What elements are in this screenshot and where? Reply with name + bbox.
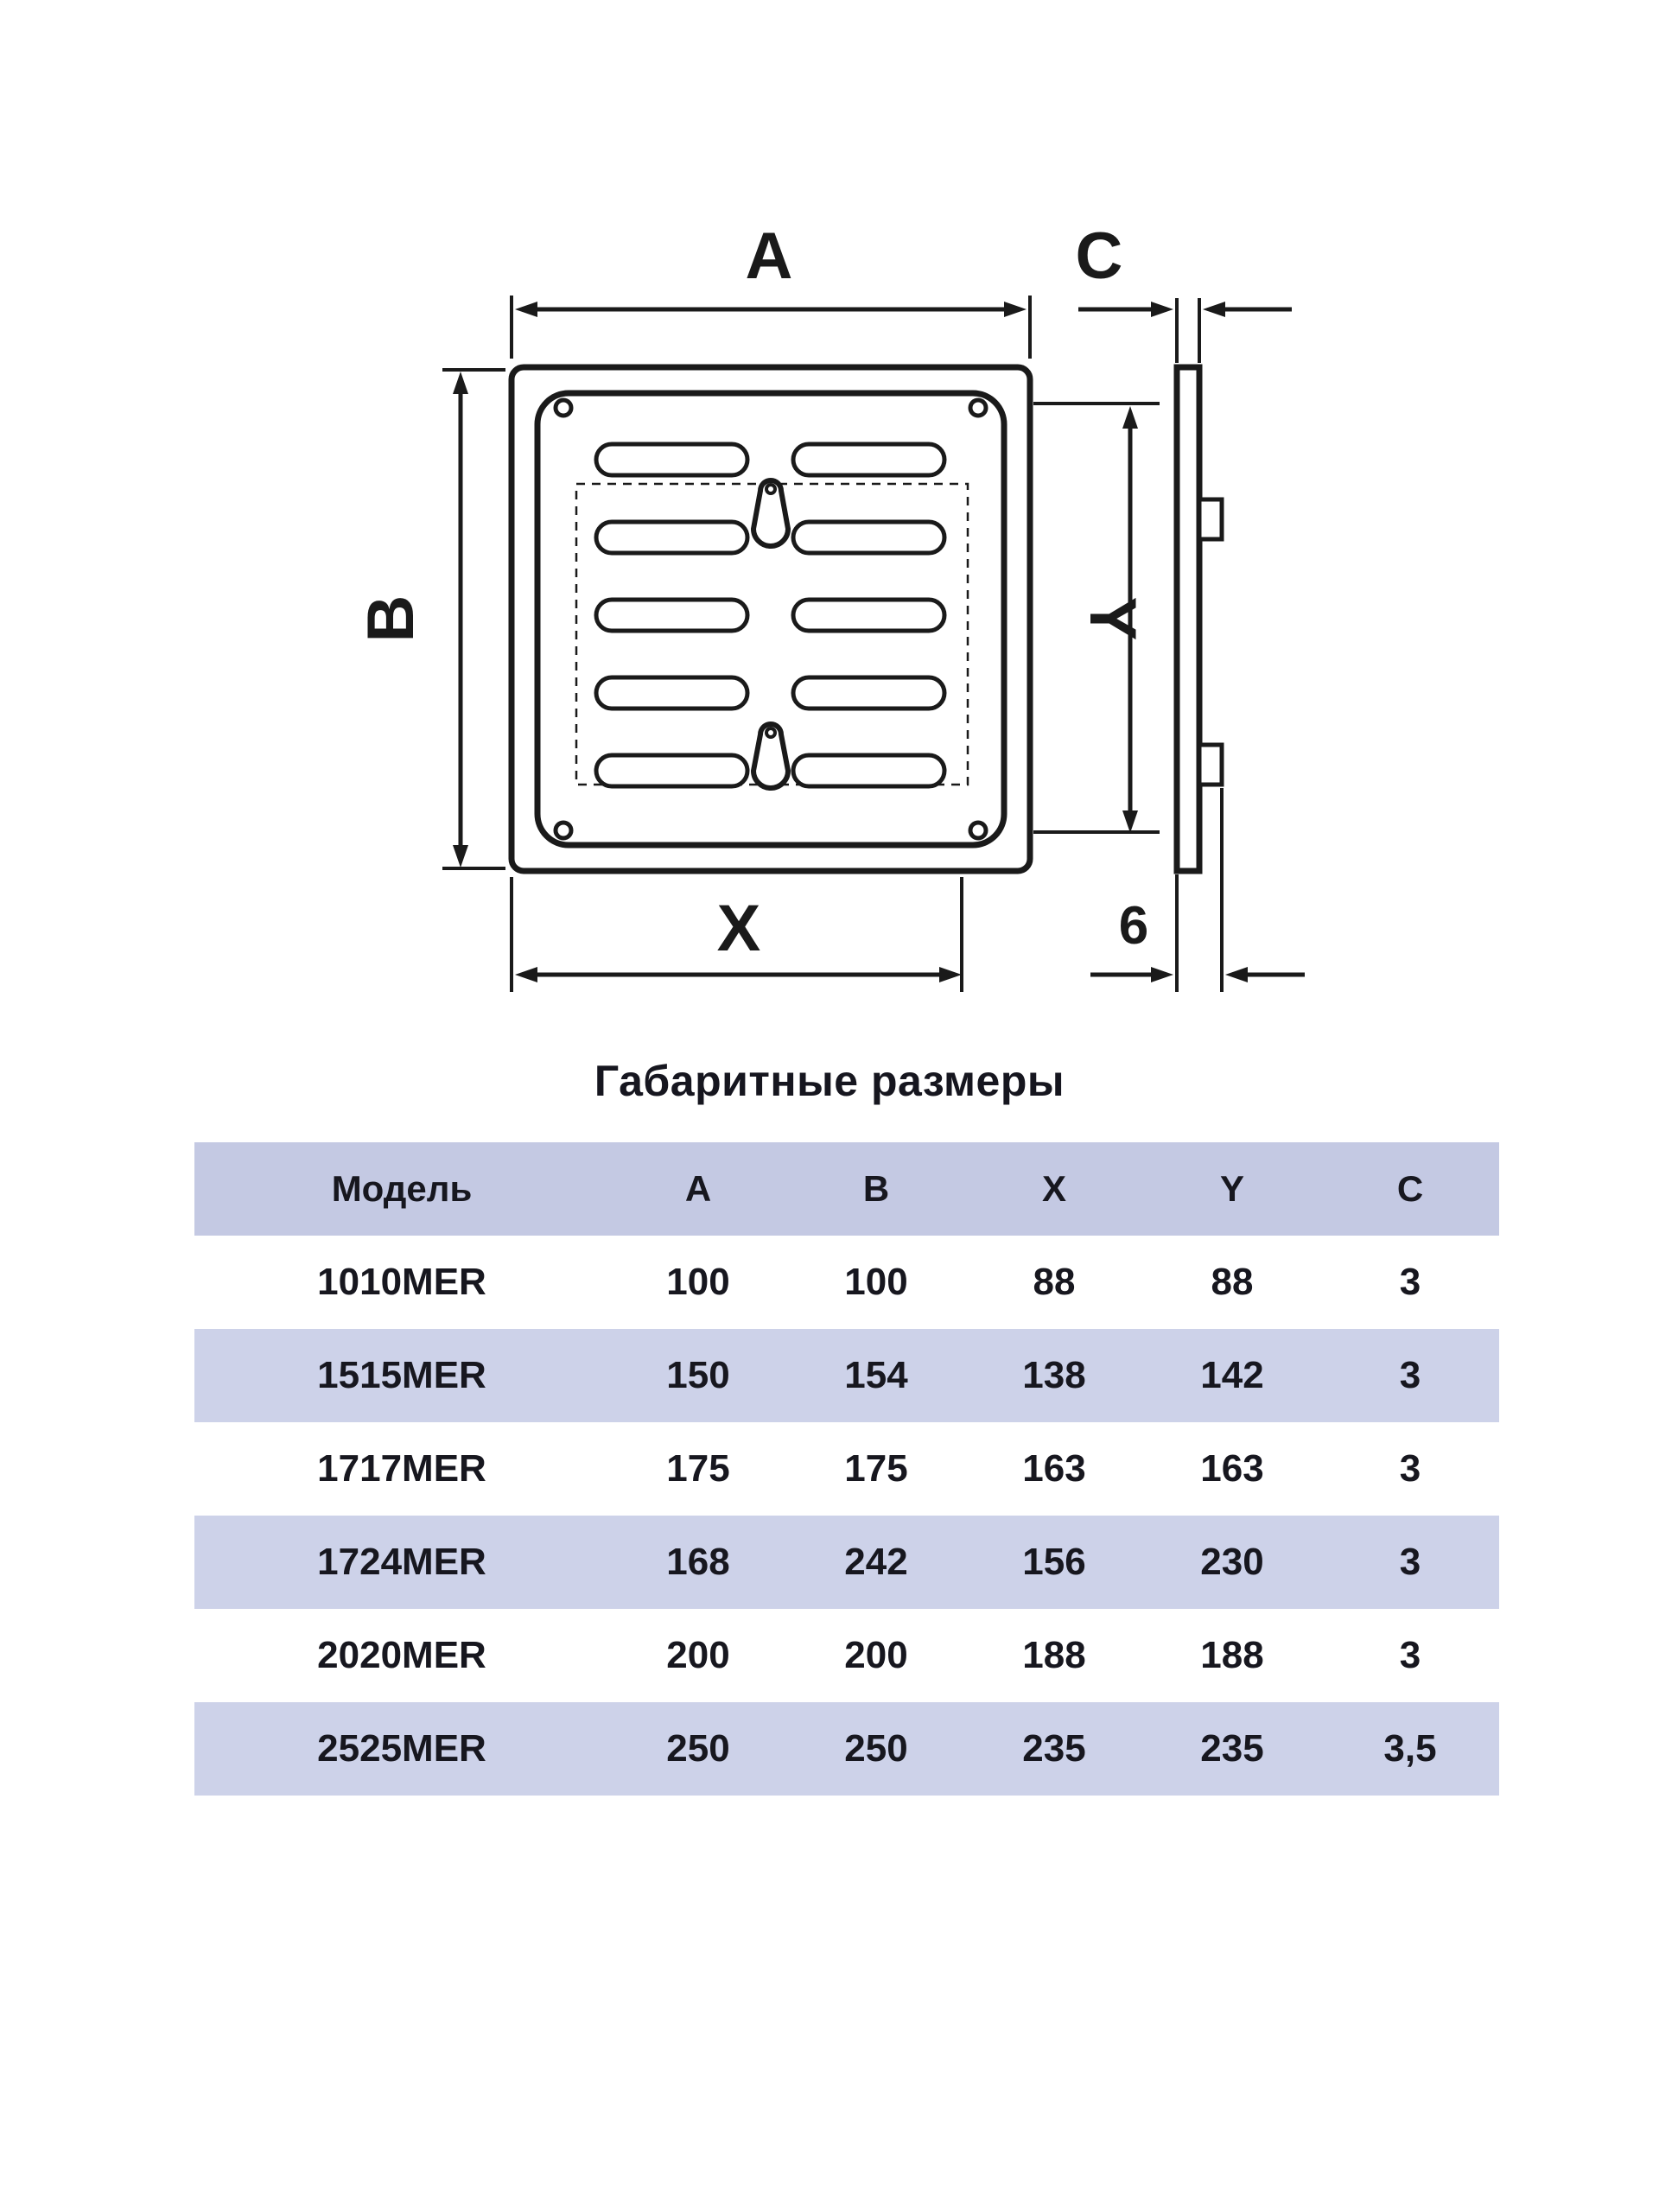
column-header-b: B bbox=[862, 1168, 890, 1209]
corner-screw bbox=[553, 397, 574, 418]
dimension-label-b: B bbox=[354, 595, 428, 643]
table-row: 2525MER 250 250 235 235 3,5 bbox=[194, 1702, 1499, 1796]
dimension-depth bbox=[1090, 788, 1305, 992]
grille-side-view bbox=[1173, 364, 1224, 874]
slot bbox=[791, 675, 947, 711]
cell-c: 3 bbox=[1399, 1261, 1421, 1303]
slot bbox=[594, 442, 750, 478]
slot bbox=[791, 519, 947, 556]
column-header-x: X bbox=[1041, 1168, 1066, 1209]
cell-model: 1724MER bbox=[317, 1541, 486, 1583]
slot bbox=[791, 753, 947, 789]
cell-y: 235 bbox=[1200, 1727, 1264, 1770]
keyhole-mount-top bbox=[750, 478, 791, 549]
table-row: 1724MER 168 242 156 230 3 bbox=[194, 1516, 1499, 1609]
column-header-c: C bbox=[1396, 1168, 1424, 1209]
cell-model: 1010MER bbox=[317, 1261, 486, 1303]
technical-drawing: A B X Y bbox=[354, 219, 1305, 992]
column-header-model: Модель bbox=[331, 1168, 473, 1209]
slot bbox=[594, 753, 750, 789]
table-row: 2020MER 200 200 188 188 3 bbox=[194, 1609, 1499, 1702]
ventilation-slots bbox=[594, 442, 947, 789]
slot bbox=[594, 597, 750, 633]
dimension-label-c: C bbox=[1076, 219, 1123, 293]
cell-b: 200 bbox=[844, 1634, 908, 1676]
cell-c: 3 bbox=[1399, 1541, 1421, 1583]
table-header-row: Модель A B X Y C bbox=[194, 1142, 1499, 1236]
slot bbox=[791, 442, 947, 478]
slot bbox=[791, 597, 947, 633]
dimension-label-y: Y bbox=[1076, 597, 1149, 641]
cell-b: 242 bbox=[844, 1541, 908, 1583]
dimension-y bbox=[1033, 402, 1160, 834]
table-row: 1010MER 100 100 88 88 3 bbox=[194, 1236, 1499, 1329]
slot bbox=[594, 675, 750, 711]
cell-model: 1717MER bbox=[317, 1447, 486, 1490]
cell-a: 100 bbox=[666, 1261, 730, 1303]
column-header-y: Y bbox=[1219, 1168, 1244, 1209]
dimension-x bbox=[510, 877, 963, 992]
cell-b: 154 bbox=[844, 1354, 908, 1396]
cell-a: 150 bbox=[666, 1354, 730, 1396]
cell-c: 3 bbox=[1399, 1634, 1421, 1676]
cell-model: 2020MER bbox=[317, 1634, 486, 1676]
cell-c: 3 bbox=[1399, 1354, 1421, 1396]
dimensions-table: Модель A B X Y C 1010MER 100 100 88 88 3… bbox=[194, 1142, 1499, 1796]
cell-x: 163 bbox=[1022, 1447, 1086, 1490]
cell-b: 175 bbox=[844, 1447, 908, 1490]
dimension-c bbox=[1078, 298, 1292, 363]
dimension-b bbox=[442, 368, 505, 870]
cell-y: 230 bbox=[1200, 1541, 1264, 1583]
cell-x: 88 bbox=[1033, 1261, 1076, 1303]
keyhole-ring bbox=[765, 483, 777, 495]
corner-screw bbox=[968, 397, 988, 418]
side-flange-plate bbox=[1173, 364, 1203, 874]
cell-x: 188 bbox=[1022, 1634, 1086, 1676]
cell-model: 2525MER bbox=[317, 1727, 486, 1770]
cell-a: 250 bbox=[666, 1727, 730, 1770]
slot bbox=[594, 519, 750, 556]
dimension-label-x: X bbox=[717, 892, 761, 965]
dimension-label-a: A bbox=[746, 219, 793, 293]
column-header-a: A bbox=[684, 1168, 712, 1209]
keyhole-mount-bottom bbox=[750, 721, 791, 791]
grille-inner-panel bbox=[534, 390, 1007, 849]
cell-b: 250 bbox=[844, 1727, 908, 1770]
cell-model: 1515MER bbox=[317, 1354, 486, 1396]
table-row: 1515MER 150 154 138 142 3 bbox=[194, 1329, 1499, 1422]
table-row: 1717MER 175 175 163 163 3 bbox=[194, 1422, 1499, 1516]
side-fixing-tab-bottom bbox=[1197, 742, 1224, 787]
cell-x: 138 bbox=[1022, 1354, 1086, 1396]
cell-y: 163 bbox=[1200, 1447, 1264, 1490]
cell-y: 188 bbox=[1200, 1634, 1264, 1676]
cell-x: 156 bbox=[1022, 1541, 1086, 1583]
dimension-label-depth: 6 bbox=[1119, 896, 1148, 956]
cell-c: 3,5 bbox=[1383, 1727, 1437, 1770]
cell-a: 168 bbox=[666, 1541, 730, 1583]
corner-screw bbox=[553, 820, 574, 841]
cell-c: 3 bbox=[1399, 1447, 1421, 1490]
keyhole-ring bbox=[765, 727, 777, 739]
table-title: Габаритные размеры bbox=[594, 1057, 1065, 1105]
dimension-a bbox=[510, 296, 1032, 359]
side-fixing-tab-top bbox=[1197, 497, 1224, 542]
cell-y: 88 bbox=[1211, 1261, 1254, 1303]
grille-front-view bbox=[508, 364, 1033, 874]
cell-x: 235 bbox=[1022, 1727, 1086, 1770]
cell-y: 142 bbox=[1200, 1354, 1264, 1396]
cell-b: 100 bbox=[844, 1261, 908, 1303]
cell-a: 175 bbox=[666, 1447, 730, 1490]
corner-screw bbox=[968, 820, 988, 841]
cell-a: 200 bbox=[666, 1634, 730, 1676]
corner-screws bbox=[553, 397, 988, 841]
